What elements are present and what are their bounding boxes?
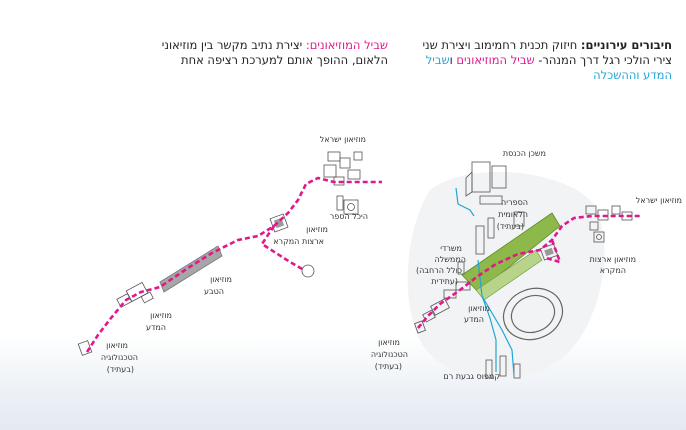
heading-left-lead: שביל המוזיאונים: (305, 38, 388, 52)
left-plaza-circle (301, 264, 315, 278)
right-shrine-building (593, 231, 605, 243)
left-label-shrine: היכל הספר (330, 212, 368, 221)
right-tech-building (414, 320, 426, 334)
right-knesset-building (465, 161, 507, 205)
left-israel-museum-building (323, 151, 363, 186)
right-label-gov-1: משרדי (440, 244, 462, 253)
left-label-tech-2: הטכנולוגיה (101, 353, 138, 362)
heading-right-body: חיזוק תכנית רחמימוב ויצירת שני צירי הולכ… (422, 38, 672, 67)
right-labels: משכן הכנסת הספריה הלאומית (בעתיד) מוזיאו… (371, 149, 682, 381)
museums-path-label: שביל המוזיאונים (456, 53, 535, 67)
right-stadium (502, 287, 564, 341)
left-label-bible-lands-2: ארצות המקרא (273, 237, 324, 246)
heading-left-body: יצירת נתיב מקשר בין מוזיאוני הלאום, ההופ… (161, 38, 388, 67)
right-label-tech-3: (בעתיד) (375, 362, 402, 371)
right-diagram-base (407, 161, 633, 380)
right-label-israel-museum: מוזיאון ישראל (636, 196, 682, 205)
left-label-science-2: המדע (146, 323, 166, 332)
heading-right-lead: חיבורים עירוניים: (580, 38, 672, 52)
right-library-building (513, 211, 525, 227)
left-label-science-1: מוזיאון (150, 311, 172, 320)
left-label-tech-1: מוזיאון (106, 341, 128, 350)
right-label-library-2: הלאומית (498, 210, 528, 219)
left-label-tech-3: (בעתיד) (107, 365, 134, 374)
right-label-knesset: משכן הכנסת (503, 149, 546, 158)
right-museums-path (417, 214, 640, 329)
left-label-nature-1: מוזיאון (210, 275, 232, 284)
right-label-bible-lands-1: מוזיאון ארצות (590, 255, 636, 264)
right-label-bible-lands-2: המקרא (600, 266, 626, 275)
left-diagram (77, 151, 363, 356)
right-label-gov-2: הממשלה (434, 255, 466, 264)
heading-urban-connections: חיבורים עירוניים: חיזוק תכנית רחמימוב וי… (408, 38, 672, 83)
right-science-path (455, 187, 515, 377)
right-label-library-3: (בעתיד) (497, 222, 524, 231)
right-label-gov-3: (כולל הרחבה (416, 266, 462, 275)
left-museums-path (85, 176, 382, 353)
right-label-gov-4: עתידית) (431, 277, 458, 286)
left-label-bible-lands-1: מוזיאון (306, 225, 328, 234)
left-shrine-building (336, 195, 359, 215)
right-label-library-1: הספריה (501, 198, 528, 207)
right-label-tech-1: מוזיאון (378, 338, 400, 347)
left-label-israel-museum: מוזיאון ישראל (320, 135, 366, 144)
left-labels: מוזיאון ישראל היכל הספר מוזיאון ארצות המ… (101, 135, 368, 374)
science-path-label: שביל המדע וההשכלה (425, 53, 672, 82)
right-label-givat-ram: קמפוס גבעת רם (443, 372, 500, 381)
left-tech-museum-building (77, 340, 93, 356)
left-label-nature-2: הטבע (204, 287, 224, 296)
heading-museums-path: שביל המוזיאונים: יצירת נתיב מקשר בין מוז… (138, 38, 388, 68)
right-park-large (461, 212, 561, 293)
right-label-science-1: מוזיאון (468, 304, 490, 313)
right-label-tech-2: הטכנולוגיה (371, 350, 408, 359)
left-science-museum-building (116, 281, 154, 308)
heading-right-conj: ו (449, 53, 457, 67)
right-park-small (475, 249, 543, 301)
right-label-science-2: המדע (464, 315, 484, 324)
